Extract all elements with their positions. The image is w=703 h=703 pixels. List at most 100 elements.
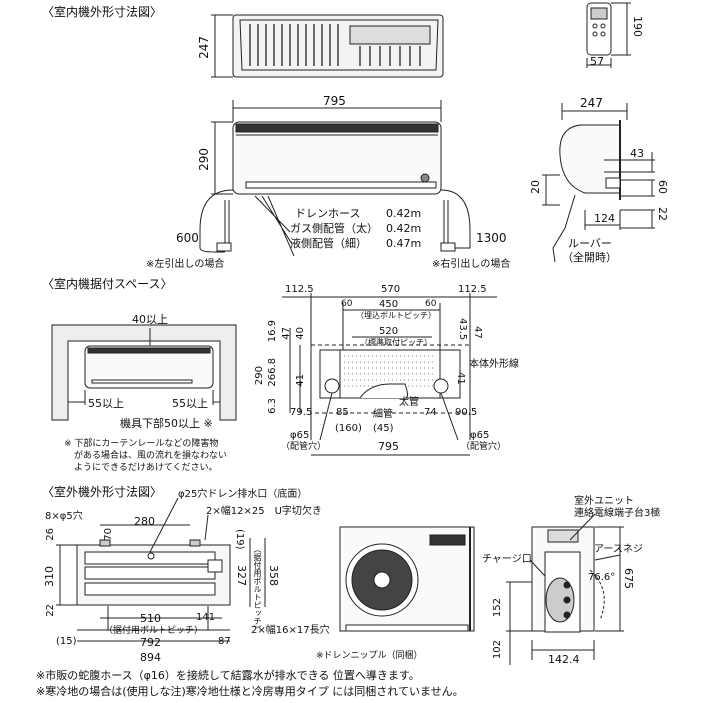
outdoor-unit-side-view xyxy=(531,526,605,633)
od-510: 510 xyxy=(140,612,161,625)
indoor-dims-title: 〈室内機外形寸法図〉 xyxy=(42,5,163,19)
left-pull-note: ※左引出しの場合 xyxy=(146,259,225,270)
od-792: 792 xyxy=(140,636,161,649)
dim-left-pipe: 600 xyxy=(176,231,199,245)
mp-hole-left: φ65 xyxy=(290,430,310,441)
mp-h6-3: 6.3 xyxy=(267,398,278,414)
install-note-1: ※ 下部にカーテンレールなどの障害物 xyxy=(64,439,219,449)
mp-thick-pipe: 太管 xyxy=(399,397,419,408)
mp-h41-right: 41 xyxy=(455,372,466,385)
indoor-unit-top-view xyxy=(232,14,444,78)
mp-hole-right: φ65 xyxy=(470,430,490,441)
od-327: 327 xyxy=(235,565,248,586)
earth-screw-label: アースネジ xyxy=(594,544,643,555)
mp-height-290: 290 xyxy=(254,366,265,386)
od-22: 22 xyxy=(45,604,56,617)
od-19: (19) xyxy=(234,529,245,550)
mp-b-79: 79.5 xyxy=(290,407,313,418)
mp-bolt-right: 60 xyxy=(425,299,437,309)
charge-port-label: チャージ口 xyxy=(482,554,532,565)
od-bolt-pitch-v: （据付用ボルトピッチ） xyxy=(253,545,262,633)
side-dim-20: 20 xyxy=(529,180,542,194)
mp-b-45: (45) xyxy=(373,423,394,434)
side-dim-60: 60 xyxy=(656,180,669,194)
dim-width: 795 xyxy=(323,94,346,108)
install-space-view xyxy=(51,324,237,421)
mp-right-47: 47 xyxy=(472,326,483,339)
side-depth: 247 xyxy=(580,96,603,110)
od-142: 142.4 xyxy=(548,653,580,666)
holes-label: 8×φ5穴 xyxy=(45,511,83,522)
right-pull-note: ※右引出しの場合 xyxy=(432,259,511,270)
mp-hole-right-sub: （配管穴） xyxy=(461,442,507,452)
mp-b-160: (160) xyxy=(335,423,362,434)
mp-bolt-left: 60 xyxy=(341,299,353,309)
louver-note: （全開時） xyxy=(562,251,617,264)
outdoor-unit-top-view xyxy=(76,539,231,606)
mp-left-47: 47 xyxy=(281,327,292,340)
remote-width: 57 xyxy=(590,55,604,68)
mp-left-40: 40 xyxy=(295,327,306,340)
remote-height: 190 xyxy=(631,16,644,37)
mp-right-43-5: 43.5 xyxy=(457,318,468,341)
od-141: 141 xyxy=(196,612,216,623)
pipe-value-liquid: 0.47m xyxy=(386,237,422,250)
pipe-value-gas: 0.42m xyxy=(386,222,422,235)
outdoor-dims-title: 〈室外機外形寸法図〉 xyxy=(42,485,163,499)
clear-right: 55以上 xyxy=(172,397,208,410)
mp-hole-left-sub: （配管穴） xyxy=(281,442,327,452)
louver-label: ルーバー xyxy=(568,237,612,250)
footnote-1: ※市販の蛇腹ホース（φ16）を接続して結露水が排水できる 位置へ導きます。 xyxy=(36,669,420,682)
pipe-value-drain: 0.42m xyxy=(386,207,422,220)
mp-thin-pipe: 細管 xyxy=(373,409,393,420)
mp-total: 795 xyxy=(378,440,399,453)
mp-outline-label: 本体外形線 xyxy=(469,359,519,370)
mp-bolt-mid: 450 xyxy=(379,299,399,310)
drain-nipple-label: ※ドレンニップル（同梱） xyxy=(316,651,423,661)
od-152: 152 xyxy=(492,598,503,618)
od-894: 894 xyxy=(140,651,161,664)
od-358: 358 xyxy=(267,565,280,586)
mp-top-right: 112.5 xyxy=(458,284,487,295)
mp-bolt-label: （埋込ボルトピッチ） xyxy=(356,311,436,320)
dim-right-pipe: 1300 xyxy=(476,231,507,245)
od-310: 310 xyxy=(43,566,56,587)
mp-top-left: 112.5 xyxy=(285,284,314,295)
install-note-2: がある場合は、風の流れを損なわない xyxy=(74,451,228,461)
mp-b-90: 90.5 xyxy=(455,407,478,418)
mp-left-16-9: 16.9 xyxy=(267,320,278,343)
pipe-label-liquid: 液側配管（細） xyxy=(290,237,367,250)
mp-std-dim: 520 xyxy=(379,326,399,337)
footnote-2: ※寒冷地の場合は(使用しな注)寒冷地仕様と冷房専用タイプ には同梱されていません… xyxy=(36,685,464,698)
long-hole-label: 2×幅16×17長穴 xyxy=(251,625,330,636)
side-dim-22: 22 xyxy=(656,207,669,221)
od-675: 675 xyxy=(622,568,635,589)
mount-plate xyxy=(319,349,461,399)
mp-h41-left: 41 xyxy=(295,374,306,387)
od-87: 87 xyxy=(218,636,231,647)
indoor-unit-front-view xyxy=(232,121,442,195)
terminal-label-2: 連絡電線端子台3極 xyxy=(574,508,661,519)
side-dim-43: 43 xyxy=(630,147,644,160)
od-26: 26 xyxy=(45,528,56,541)
dim-top-height: 247 xyxy=(197,36,211,59)
od-102: 102 xyxy=(492,640,503,660)
angle-label: 76.6° xyxy=(588,572,616,583)
install-space-title: 〈室内機据付スペース〉 xyxy=(42,277,173,291)
od-15: (15) xyxy=(56,636,77,647)
install-note-3: ようにできるだけあけてください。 xyxy=(74,463,218,473)
outdoor-unit-front-view xyxy=(339,526,475,632)
mp-top-mid: 570 xyxy=(381,284,401,295)
mp-b-85: 85 xyxy=(336,407,349,418)
u-slot-label: 2×幅12×25 U字切欠き xyxy=(206,506,322,517)
clear-left: 55以上 xyxy=(88,397,124,410)
mp-b-74: 74 xyxy=(424,407,437,418)
pipe-label-gas: ガス側配管（太） xyxy=(290,222,378,235)
mp-height-266: 266.8 xyxy=(267,358,278,387)
side-dim-124: 124 xyxy=(594,212,615,225)
terminal-label-1: 室外ユニット xyxy=(574,496,634,507)
od-bolt-pitch-h: （据付用ボルトピッチ） xyxy=(104,626,204,636)
od-70: 70 xyxy=(103,528,114,541)
